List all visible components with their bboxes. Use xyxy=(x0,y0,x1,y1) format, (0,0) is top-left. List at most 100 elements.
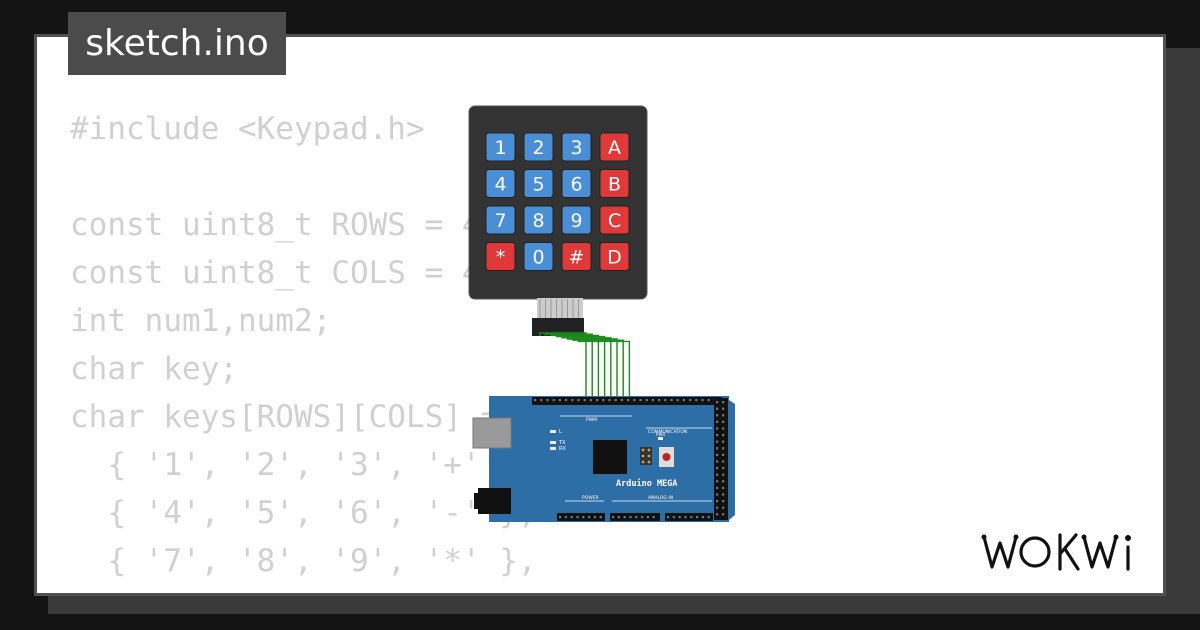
wire[interactable] xyxy=(544,333,593,404)
keypad-key-label: 7 xyxy=(494,210,506,232)
board-name: Arduino MEGA xyxy=(616,478,677,489)
header-pin xyxy=(722,506,725,509)
keypad-key-cap[interactable] xyxy=(599,242,630,271)
header-pin xyxy=(534,399,537,402)
header-pin xyxy=(716,486,719,489)
keypad-key-cap[interactable] xyxy=(523,169,554,198)
keypad-key-cap[interactable] xyxy=(485,169,516,198)
header-pin xyxy=(635,516,638,519)
keypad-key[interactable]: D xyxy=(599,242,630,271)
wire[interactable] xyxy=(572,336,624,404)
wokwi-logo xyxy=(981,533,1131,571)
keypad-key-cap[interactable] xyxy=(523,205,554,235)
keypad-key[interactable]: 8 xyxy=(523,205,554,235)
keypad-key-cap[interactable] xyxy=(485,132,516,162)
keypad-key-cap[interactable] xyxy=(485,205,516,235)
keypad-key[interactable]: A xyxy=(599,132,630,162)
communication-label: COMMUNICATION xyxy=(648,429,687,435)
header-pin xyxy=(576,516,579,519)
wire[interactable] xyxy=(561,336,612,404)
keypad-key-label: 2 xyxy=(532,137,544,159)
keypad-key-cap[interactable] xyxy=(599,169,630,198)
keypad-key[interactable]: 9 xyxy=(561,205,592,235)
wire[interactable] xyxy=(566,336,618,404)
keypad-key-cap[interactable] xyxy=(561,169,592,198)
keypad-key[interactable]: 6 xyxy=(561,169,592,198)
keypad-key-cap[interactable] xyxy=(523,132,554,162)
keypad-key-cap[interactable] xyxy=(561,242,592,271)
keypad-key-cap[interactable] xyxy=(485,242,516,271)
header-pin xyxy=(612,516,615,519)
keypad-connector xyxy=(532,318,584,336)
header-pin xyxy=(722,473,725,476)
wires xyxy=(539,332,631,404)
header-pin xyxy=(716,427,719,430)
header-pin xyxy=(652,516,655,519)
header-pin xyxy=(546,399,549,402)
keypad-key[interactable]: 4 xyxy=(485,169,516,198)
header-pin xyxy=(593,516,596,519)
code-line: { 'C', '0', '=', '/' } xyxy=(70,585,537,593)
header-pin xyxy=(716,453,719,456)
header-pin xyxy=(722,407,725,410)
wire[interactable] xyxy=(539,332,587,404)
header-pin xyxy=(707,399,710,402)
code-line: int num1,num2; xyxy=(70,303,332,339)
header-pin xyxy=(696,516,699,519)
keypad-key-cap[interactable] xyxy=(561,205,592,235)
header-pin xyxy=(716,513,719,516)
led-tx-label: TX xyxy=(558,440,566,446)
wire[interactable] xyxy=(550,334,600,404)
led-pwr xyxy=(658,437,663,440)
header-pin xyxy=(716,401,719,404)
led-rx-label: RX xyxy=(559,446,566,452)
code-line: char key; xyxy=(70,351,238,387)
power-header xyxy=(557,513,605,521)
header-pin xyxy=(722,401,725,404)
keypad-key-label: * xyxy=(496,247,506,269)
header-pin xyxy=(716,467,719,470)
pwr-label: PWR xyxy=(656,432,665,437)
header-pin xyxy=(701,516,704,519)
header-pin xyxy=(722,486,725,489)
keypad-key[interactable]: 0 xyxy=(523,242,554,271)
header-pin xyxy=(633,399,636,402)
keypad-key-cap[interactable] xyxy=(599,205,630,235)
led-tx xyxy=(550,441,556,444)
header-pin xyxy=(722,414,725,417)
header-pin xyxy=(577,399,580,402)
keypad-key[interactable]: 3 xyxy=(561,132,592,162)
keypad-key[interactable]: * xyxy=(485,242,516,271)
header-pin xyxy=(722,500,725,503)
keypad-key-cap[interactable] xyxy=(599,132,630,162)
wire[interactable] xyxy=(555,335,606,404)
keypad-key-label: 6 xyxy=(570,174,582,196)
keypad-key[interactable]: 2 xyxy=(523,132,554,162)
header-pin xyxy=(722,427,725,430)
header-pin xyxy=(716,473,719,476)
keypad-key-cap[interactable] xyxy=(523,242,554,271)
reset-button-cap[interactable] xyxy=(662,453,671,461)
keypad-key-cap[interactable] xyxy=(561,132,592,162)
keypad-key[interactable]: B xyxy=(599,169,630,198)
icsp-header xyxy=(640,447,652,465)
header-pin xyxy=(689,399,692,402)
header-pin xyxy=(716,434,719,437)
keypad-key[interactable]: # xyxy=(561,242,592,271)
keypad-key[interactable]: 1 xyxy=(485,132,516,162)
arduino-mega-board: L TX RX PWR PWM COMMUNICATION Arduino ME… xyxy=(472,396,735,522)
header-pin xyxy=(658,399,661,402)
keypad-key[interactable]: 7 xyxy=(485,205,516,235)
header-pin xyxy=(716,506,719,509)
board-edge xyxy=(729,400,735,520)
keypad-key[interactable]: C xyxy=(599,205,630,235)
header-pin xyxy=(716,440,719,443)
header-pin xyxy=(583,399,586,402)
header-pin xyxy=(623,516,626,519)
header-pin xyxy=(722,513,725,516)
pwm-label: PWM xyxy=(586,417,597,423)
wire[interactable] xyxy=(577,336,631,404)
keypad-key[interactable]: 5 xyxy=(523,169,554,198)
